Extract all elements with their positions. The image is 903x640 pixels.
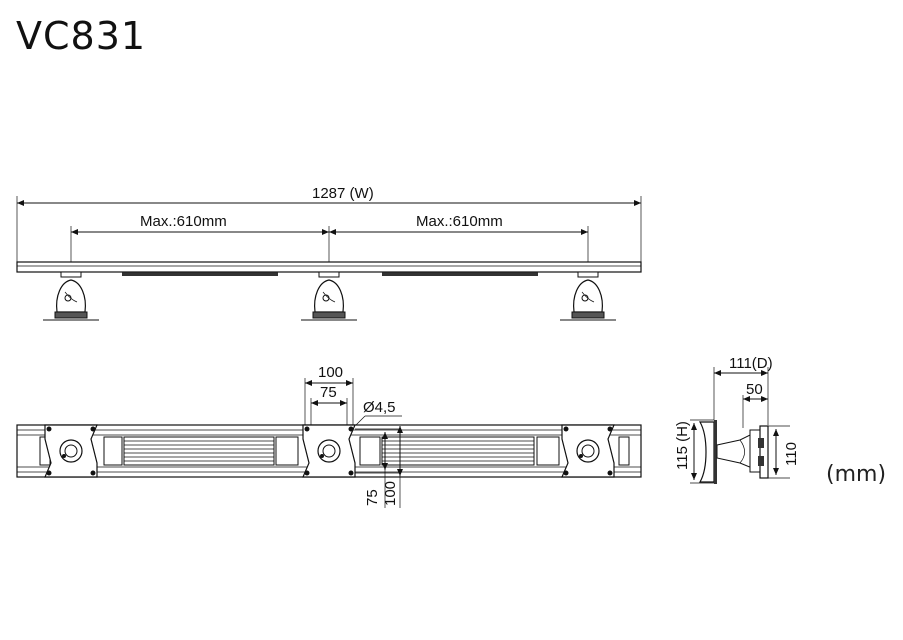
rail-slot-left — [122, 272, 278, 276]
depth-dimension-label: 111(D) — [729, 355, 773, 372]
rail-channel-right — [381, 436, 535, 466]
offset-dimension-label: 50 — [746, 381, 763, 398]
vesa-plate-right — [561, 424, 615, 478]
top-view: 100 75 Ø4,5 — [16, 364, 642, 508]
side-view: 111(D) 50 115 (H) 110 — [674, 355, 800, 484]
height-dimension-label: 115 (H) — [674, 421, 691, 470]
vesa-plate-left — [44, 424, 98, 478]
rail-front — [16, 261, 642, 273]
rail-slot-right — [382, 272, 538, 276]
rail-channel-left — [123, 436, 275, 466]
vesa-75-label: 75 — [320, 384, 337, 401]
vesa-100-label: 100 — [318, 364, 343, 381]
front-view: 1287 (W) Max.:610mm Max.:610mm — [16, 185, 642, 321]
mount-left — [43, 271, 99, 321]
vesa-75-vertical-label: 75 — [364, 489, 381, 506]
mount-right — [560, 271, 616, 321]
max-spacing-left-label: Max.:610mm — [140, 213, 227, 230]
width-dimension-label: 1287 (W) — [312, 185, 374, 202]
vesa-plate-center — [302, 424, 356, 478]
plate-dimension-label: 110 — [783, 442, 800, 466]
vesa-100-vertical-label: 100 — [382, 481, 399, 506]
max-spacing-right-label: Max.:610mm — [416, 213, 503, 230]
mount-center — [301, 271, 357, 321]
model-title: VC831 — [16, 14, 147, 58]
units-label: (mm) — [826, 462, 887, 487]
hole-diameter-label: Ø4,5 — [363, 399, 396, 416]
